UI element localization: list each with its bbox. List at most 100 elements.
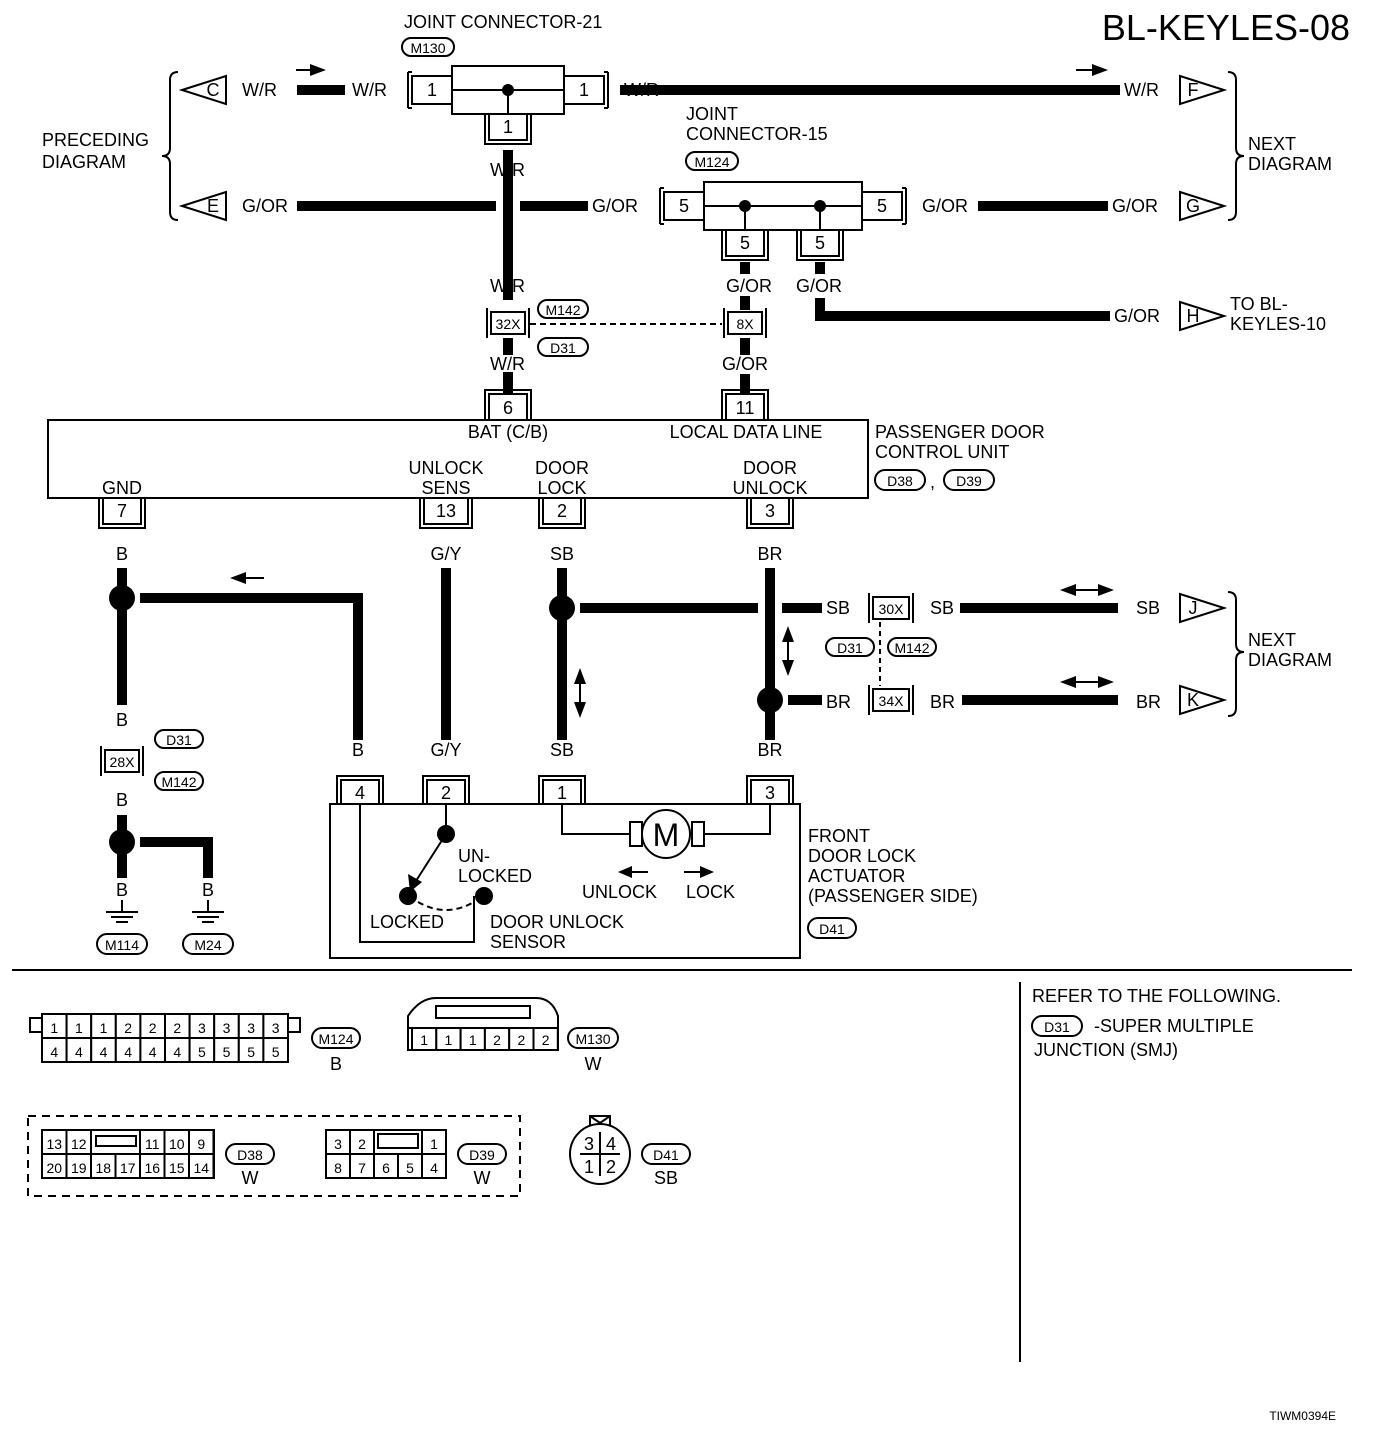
wire-color-gor-1: G/OR [242, 196, 288, 216]
motor-brush-left [629, 821, 643, 847]
pdcu-pin-13: 13 [419, 497, 473, 529]
wr-bus [297, 85, 1120, 395]
m124-pin-label: 3 [247, 1020, 255, 1036]
figure-code: TIWM0394E [1269, 1409, 1336, 1423]
wire-color-gy-2: G/Y [430, 740, 461, 760]
unlocked-contact [475, 887, 493, 905]
wire-color-gor-2: G/OR [592, 196, 638, 216]
bat-label: BAT (C/B) [468, 422, 548, 442]
motor-icon [641, 809, 691, 859]
svg-text:D31: D31 [166, 732, 192, 748]
bidir-arrow-icon [574, 668, 586, 718]
offpage-k-label: K [1187, 690, 1199, 710]
pdcu-pin-2: 2 [538, 497, 586, 529]
m124-cell [164, 1037, 191, 1063]
actuator-label-3: ACTUATOR [808, 866, 905, 886]
svg-text:4: 4 [355, 783, 365, 803]
m130-view-badge: M130 [567, 1027, 619, 1049]
wire-color-sb-3: SB [826, 598, 850, 618]
svg-text:D41: D41 [819, 921, 845, 937]
sensor-label-2: SENSOR [490, 932, 566, 952]
smj-28x: 28X [100, 746, 144, 776]
d39-cell [421, 1129, 447, 1155]
motor-brush-right [691, 821, 705, 847]
m124-pin-label: 4 [75, 1044, 83, 1060]
d38-pin-label: 12 [71, 1136, 87, 1152]
gnd-label: GND [102, 478, 142, 498]
wire-color-br-4: BR [930, 692, 955, 712]
flow-arrow-icon [296, 64, 326, 76]
svg-text:M142: M142 [161, 774, 196, 790]
svg-text:M24: M24 [194, 937, 221, 953]
wire-color-b-3: B [116, 790, 128, 810]
d31-badge: D31 [537, 337, 589, 357]
d31-badge-2: D31 [154, 729, 204, 749]
d39-cell [421, 1153, 447, 1179]
d41-pin-1: 1 [584, 1157, 594, 1177]
bidir-arrow-icon [1060, 676, 1114, 688]
splice-sb [549, 595, 575, 621]
d41-badge: D41 [807, 917, 857, 939]
d38-badge: D38 [874, 469, 926, 491]
pdcu-pin-7: 7 [98, 497, 146, 529]
wire-color-gor-5: G/OR [726, 276, 772, 296]
door-lock-label-1: DOOR [535, 458, 589, 478]
offpage-h: H [1179, 300, 1228, 332]
m124-pin-label: 2 [124, 1020, 132, 1036]
m130-pin-label: 1 [420, 1032, 428, 1048]
svg-text:M124: M124 [694, 154, 729, 170]
to-bl-label-2: KEYLES-10 [1230, 314, 1326, 334]
svg-text:6: 6 [503, 398, 513, 418]
bidir-arrow-icon [782, 626, 794, 676]
offpage-j-label: J [1189, 598, 1198, 618]
d39-color: W [474, 1168, 491, 1188]
flow-arrow-icon [230, 572, 264, 584]
m124-badge: M124 [685, 151, 739, 171]
next-brace-bottom [1227, 591, 1245, 717]
next-label-1: NEXT [1248, 134, 1296, 154]
splice-br [757, 687, 783, 713]
dashed-group [27, 1115, 521, 1197]
jc21-term-left: 1 [427, 80, 437, 100]
b-wire-to-actuator [140, 593, 363, 740]
offpage-h-label: H [1187, 306, 1200, 326]
m130-pin-label: 2 [517, 1032, 525, 1048]
m124-pin-label: 1 [75, 1020, 83, 1036]
flow-arrow-icon [1076, 64, 1108, 76]
pdcu-pin-3: 3 [746, 497, 794, 529]
passenger-door-control-unit [47, 419, 869, 499]
connector-view-d41: 3 4 1 2 [569, 1115, 631, 1185]
preceding-brace [161, 71, 179, 221]
m124-pin-label: 4 [50, 1044, 58, 1060]
preceding-label-1: PRECEDING [42, 130, 149, 150]
actuator-label-1: FRONT [808, 826, 870, 846]
d31-badge-3: D31 [825, 637, 875, 657]
d38-view-badge: D38 [225, 1143, 275, 1165]
m130-cell [532, 1027, 559, 1051]
d39-pin-label: 1 [430, 1136, 438, 1152]
m24-badge: M24 [182, 933, 234, 955]
m124-pin-label: 4 [173, 1044, 181, 1060]
actuator-pin-1: 1 [538, 775, 586, 805]
m130-badge: M130 [401, 37, 455, 57]
svg-text:D31: D31 [837, 640, 863, 656]
m130-pin-label: 2 [542, 1032, 550, 1048]
svg-text:D31: D31 [550, 340, 576, 356]
m142-badge: M142 [537, 299, 589, 319]
jc15-term-right: 5 [877, 196, 887, 216]
d38-pin-label: 15 [169, 1160, 185, 1176]
wire-color-sb-2: SB [550, 740, 574, 760]
switch-arrow-icon [408, 874, 422, 892]
wire-color-wr-4: W/R [1124, 80, 1159, 100]
svg-text:3: 3 [765, 783, 775, 803]
svg-text:30X: 30X [879, 601, 905, 617]
svg-text:3: 3 [765, 501, 775, 521]
wire-color-wr-2: W/R [352, 80, 387, 100]
wire-color-wr-1: W/R [242, 80, 277, 100]
unlocked-label-2: LOCKED [458, 866, 532, 886]
m124-cell [139, 1037, 166, 1063]
door-lock-label-2: LOCK [537, 478, 586, 498]
